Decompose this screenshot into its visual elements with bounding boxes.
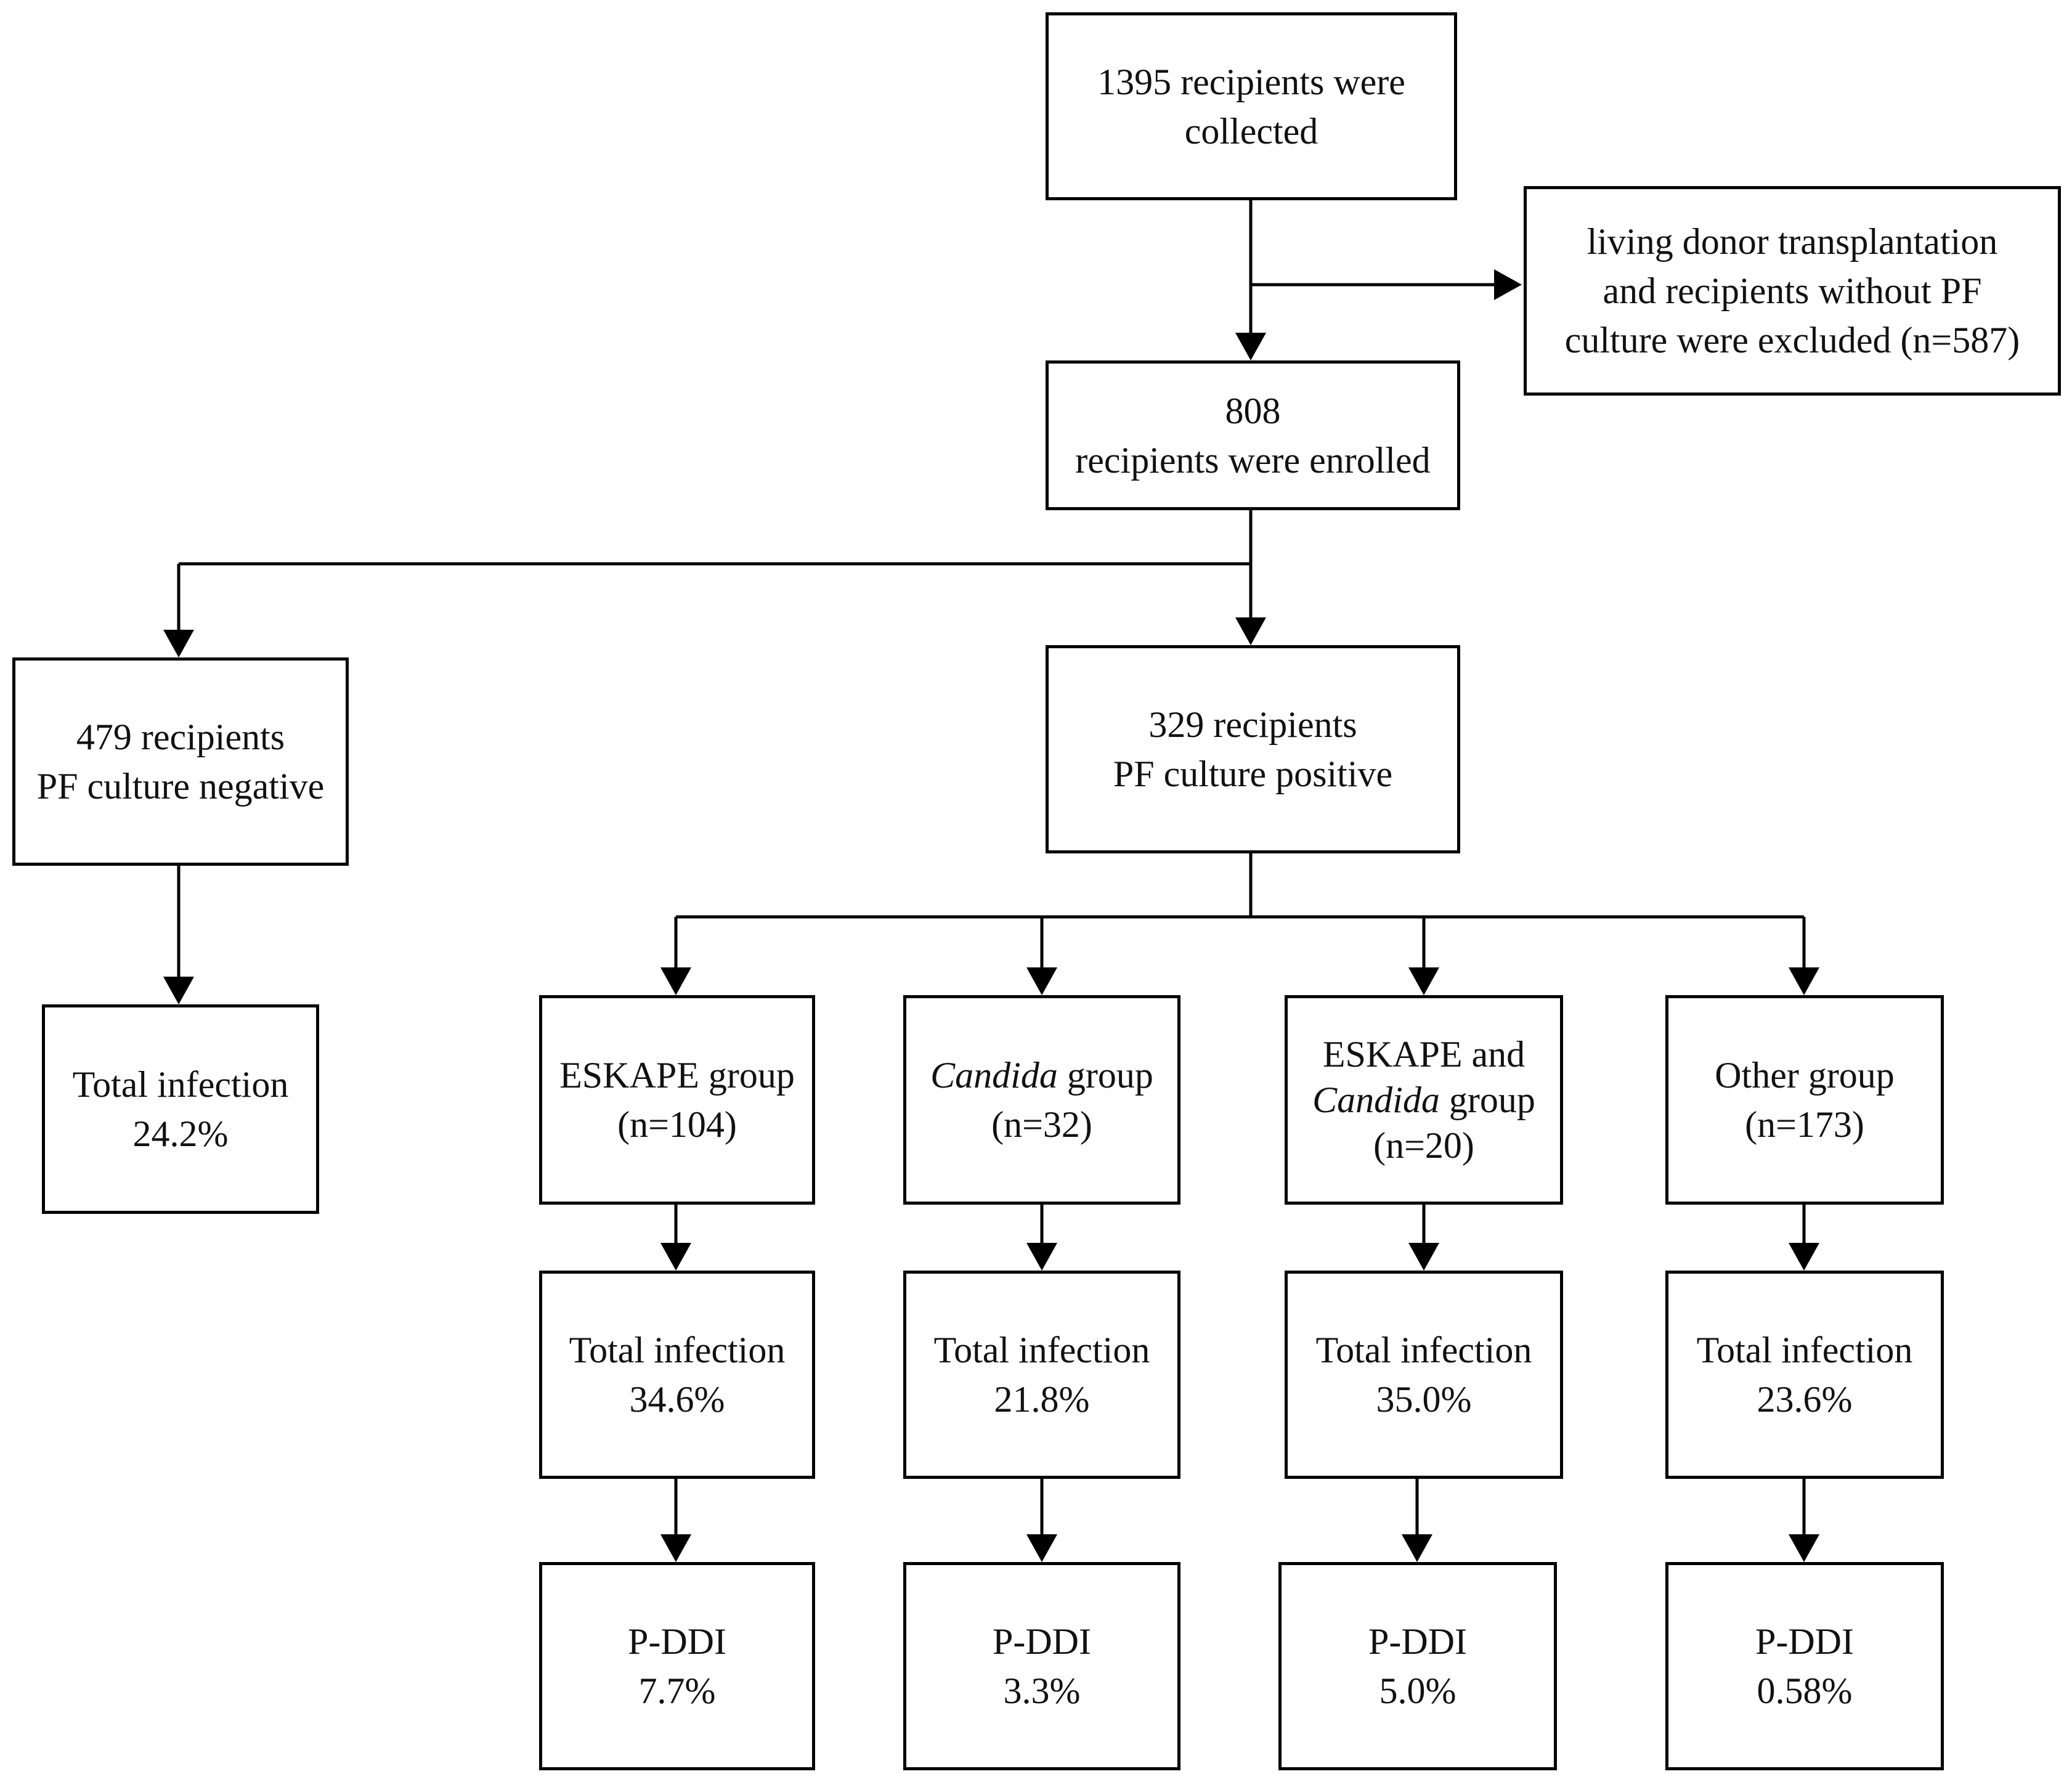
arrowhead [1789, 967, 1819, 995]
pddi-label: P-DDI [628, 1621, 726, 1662]
negative-line1: 479 recipients [76, 717, 285, 757]
pddi-box-other: P-DDI 0.58% [1665, 1562, 1944, 1770]
collected-line1: 1395 recipients were [1097, 61, 1405, 102]
group-box-other: Other group (n=173) [1665, 995, 1944, 1205]
arrowhead [1026, 1534, 1057, 1562]
pddi-box-eskape: P-DDI 7.7% [539, 1562, 815, 1770]
group-count: (n=173) [1745, 1104, 1864, 1145]
pddi-label: P-DDI [1368, 1621, 1467, 1662]
infection-value: 34.6% [629, 1379, 725, 1420]
enrolled-line1: 808 [1225, 390, 1281, 431]
infection-box-eskape: Total infection 34.6% [539, 1271, 815, 1479]
infection-label: Total infection [569, 1330, 786, 1370]
excluded-line2: and recipients without PF [1603, 271, 1982, 311]
pddi-box-eskape-candida: P-DDI 5.0% [1278, 1562, 1557, 1770]
arrowhead [660, 1243, 691, 1271]
group-name-rest: group [1439, 1080, 1535, 1120]
arrowhead [660, 1534, 691, 1562]
infection-box-candida: Total infection 21.8% [903, 1271, 1180, 1479]
group-box-eskape: ESKAPE group (n=104) [539, 995, 815, 1205]
pddi-value: 5.0% [1379, 1670, 1456, 1711]
excluded-line1: living donor transplantation [1587, 221, 1998, 262]
negative-infection-value: 24.2% [132, 1113, 229, 1154]
group-box-eskape-candida: ESKAPE and Candida group (n=20) [1285, 995, 1563, 1205]
group-name-line1: ESKAPE and [1322, 1034, 1526, 1075]
collected-box: 1395 recipients were collected [1046, 12, 1457, 200]
arrowhead [1789, 1243, 1819, 1271]
infection-box-eskape-candida: Total infection 35.0% [1285, 1271, 1563, 1479]
arrowhead [163, 630, 194, 657]
pddi-value: 0.58% [1757, 1670, 1853, 1711]
group-count: (n=104) [617, 1104, 737, 1145]
negative-line2: PF culture negative [36, 766, 325, 807]
excluded-box: living donor transplantation and recipie… [1524, 186, 2061, 396]
pddi-label: P-DDI [993, 1621, 1091, 1662]
arrowhead [1402, 1534, 1432, 1562]
group-name: ESKAPE group [559, 1055, 795, 1096]
arrowhead [1789, 1534, 1819, 1562]
excluded-line3: culture were excluded (n=587) [1564, 320, 2020, 360]
group-name-italic: Candida [1312, 1080, 1440, 1120]
collected-line2: collected [1184, 110, 1318, 152]
pddi-value: 3.3% [1003, 1670, 1081, 1711]
arrowhead [660, 967, 691, 995]
infection-value: 21.8% [994, 1379, 1090, 1420]
positive-line2: PF culture positive [1113, 754, 1393, 794]
group-name-rest: group [1057, 1055, 1153, 1096]
pddi-label: P-DDI [1755, 1621, 1854, 1662]
positive-box: 329 recipients PF culture positive [1046, 645, 1460, 853]
infection-label: Total infection [1315, 1330, 1532, 1370]
enrolled-box: 808 recipients were enrolled [1046, 360, 1460, 510]
group-name-line2: Candida group [1312, 1077, 1535, 1123]
pddi-value: 7.7% [638, 1670, 716, 1711]
arrowhead [1408, 967, 1439, 995]
negative-box: 479 recipients PF culture negative [12, 657, 349, 866]
infection-value: 23.6% [1757, 1379, 1853, 1420]
infection-box-other: Total infection 23.6% [1665, 1271, 1944, 1479]
arrowhead [1026, 967, 1057, 995]
positive-line1: 329 recipients [1148, 704, 1357, 745]
arrowhead [1235, 333, 1266, 360]
arrowhead [1235, 617, 1266, 645]
enrolled-line2: recipients were enrolled [1075, 439, 1431, 481]
group-name: Other group [1715, 1055, 1895, 1096]
group-count: (n=20) [1373, 1125, 1474, 1166]
negative-infection-label: Total infection [72, 1064, 289, 1105]
arrowhead [163, 977, 194, 1004]
infection-label: Total infection [1696, 1330, 1913, 1370]
group-name: Candida group [930, 1051, 1153, 1100]
group-box-candida: Candida group (n=32) [903, 995, 1180, 1205]
arrowhead [1494, 269, 1522, 300]
group-count: (n=32) [991, 1104, 1092, 1145]
infection-value: 35.0% [1376, 1379, 1472, 1420]
pddi-box-candida: P-DDI 3.3% [903, 1562, 1180, 1770]
group-name-italic: Candida [930, 1055, 1058, 1096]
infection-label: Total infection [933, 1330, 1150, 1370]
arrowhead [1026, 1243, 1057, 1271]
arrowhead [1408, 1243, 1439, 1271]
negative-infection-box: Total infection 24.2% [42, 1004, 319, 1214]
